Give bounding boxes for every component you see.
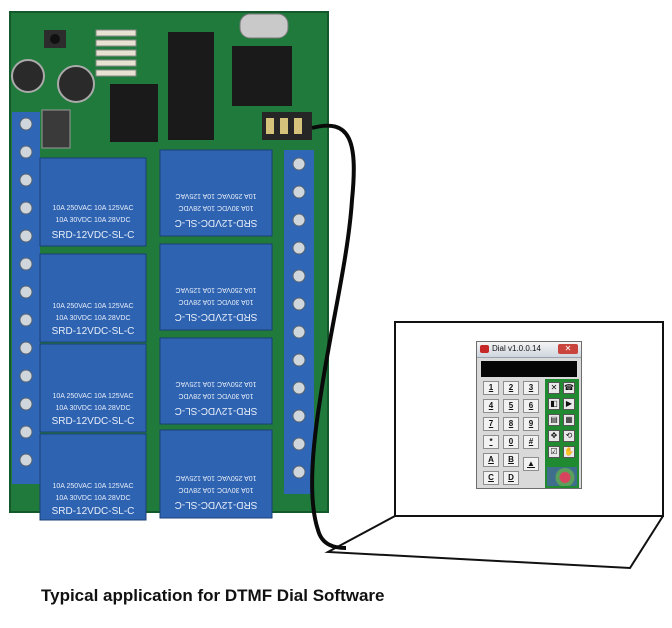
relay: 10A 250VAC 10A 125VAC 10A 30VDC 10A 28VD… [39, 343, 147, 433]
key-0[interactable]: 0 [503, 435, 519, 449]
svg-text:10A 250VAC 10A 125VAC: 10A 250VAC 10A 125VAC [175, 474, 256, 481]
relay-board: 10A 250VAC 10A 125VAC 10A 30VDC 10A 28VD… [9, 11, 329, 521]
key-4[interactable]: 4 [483, 399, 499, 413]
terminal-block-right [284, 150, 314, 494]
svg-text:10A 30VDC 10A 28VDC: 10A 30VDC 10A 28VDC [178, 392, 253, 399]
key-2[interactable]: 2 [503, 381, 519, 395]
ic-chip [232, 46, 292, 106]
phone-icon [480, 345, 489, 353]
svg-text:10A 30VDC 10A 28VDC: 10A 30VDC 10A 28VDC [178, 298, 253, 305]
relay: 10A 250VAC 10A 125VAC 10A 30VDC 10A 28VD… [39, 157, 147, 247]
key-7[interactable]: 7 [483, 417, 499, 431]
key-5[interactable]: 5 [503, 399, 519, 413]
hangup-icon[interactable]: ✕ [548, 382, 560, 394]
svg-text:10A 250VAC 10A 125VAC: 10A 250VAC 10A 125VAC [52, 393, 133, 400]
key-9[interactable]: 9 [523, 417, 539, 431]
phone-icon[interactable]: ☎ [563, 382, 575, 394]
svg-text:10A 30VDC 10A 28VDC: 10A 30VDC 10A 28VDC [55, 315, 130, 322]
svg-text:SRD-12VDC-SL-C: SRD-12VDC-SL-C [52, 416, 135, 427]
ic-chip [110, 84, 158, 142]
key-star[interactable]: * [483, 435, 499, 449]
svg-text:SRD-12VDC-SL-C: SRD-12VDC-SL-C [52, 326, 135, 337]
key-6[interactable]: 6 [523, 399, 539, 413]
refresh-icon[interactable]: ⟲ [563, 430, 575, 442]
relay: SRD-12VDC-SL-C 10A 30VDC 10A 28VDC 10A 2… [159, 149, 273, 237]
svg-text:10A 250VAC 10A 125VAC: 10A 250VAC 10A 125VAC [175, 380, 256, 387]
key-b[interactable]: B [503, 453, 519, 467]
status-leds [95, 29, 137, 77]
svg-text:10A 250VAC 10A 125VAC: 10A 250VAC 10A 125VAC [52, 205, 133, 212]
svg-text:SRD-12VDC-SL-C: SRD-12VDC-SL-C [175, 405, 258, 416]
dial-software-window: Dial v1.0.0.14 ✕ 1 2 3 4 5 6 7 8 9 * 0 #… [476, 341, 582, 489]
laptop-illustration [324, 321, 664, 570]
relay: SRD-12VDC-SL-C 10A 30VDC 10A 28VDC 10A 2… [159, 337, 273, 425]
svg-text:10A 30VDC 10A 28VDC: 10A 30VDC 10A 28VDC [55, 217, 130, 224]
list-icon[interactable]: ▤ [548, 414, 560, 426]
relay: 10A 250VAC 10A 125VAC 10A 30VDC 10A 28VD… [39, 433, 147, 521]
dial-display [481, 361, 577, 377]
svg-text:SRD-12VDC-SL-C: SRD-12VDC-SL-C [175, 217, 258, 228]
svg-text:10A 30VDC 10A 28VDC: 10A 30VDC 10A 28VDC [178, 204, 253, 211]
voltage-regulator [41, 109, 71, 149]
relay: SRD-12VDC-SL-C 10A 30VDC 10A 28VDC 10A 2… [159, 429, 273, 519]
svg-text:10A 250VAC 10A 125VAC: 10A 250VAC 10A 125VAC [52, 483, 133, 490]
window-icon[interactable]: ◧ [548, 398, 560, 410]
key-1[interactable]: 1 [483, 381, 499, 395]
svg-text:10A 30VDC 10A 28VDC: 10A 30VDC 10A 28VDC [55, 495, 130, 502]
key-3[interactable]: 3 [523, 381, 539, 395]
svg-text:10A 250VAC 10A 125VAC: 10A 250VAC 10A 125VAC [175, 192, 256, 199]
side-control-panel: ✕ ☎ ◧ ▶ ▤ ▦ ✥ ⟲ ☑ ✋ [545, 379, 579, 488]
scroll-up-button[interactable]: ▲ [523, 457, 539, 471]
svg-text:10A 30VDC 10A 28VDC: 10A 30VDC 10A 28VDC [178, 486, 253, 493]
svg-text:SRD-12VDC-SL-C: SRD-12VDC-SL-C [175, 499, 258, 510]
ic-chip [168, 32, 214, 140]
hand-icon[interactable]: ✋ [563, 446, 575, 458]
capacitor [57, 65, 95, 103]
svg-text:SRD-12VDC-SL-C: SRD-12VDC-SL-C [175, 311, 258, 322]
svg-text:10A 250VAC 10A 125VAC: 10A 250VAC 10A 125VAC [52, 303, 133, 310]
close-button[interactable]: ✕ [558, 344, 578, 354]
svg-text:SRD-12VDC-SL-C: SRD-12VDC-SL-C [52, 230, 135, 241]
crystal-oscillator [239, 13, 289, 39]
svg-text:10A 30VDC 10A 28VDC: 10A 30VDC 10A 28VDC [55, 405, 130, 412]
key-8[interactable]: 8 [503, 417, 519, 431]
key-a[interactable]: A [483, 453, 499, 467]
svg-text:SRD-12VDC-SL-C: SRD-12VDC-SL-C [52, 506, 135, 517]
relay: SRD-12VDC-SL-C 10A 30VDC 10A 28VDC 10A 2… [159, 243, 273, 331]
relay: 10A 250VAC 10A 125VAC 10A 30VDC 10A 28VD… [39, 253, 147, 343]
play-icon[interactable]: ▶ [563, 398, 575, 410]
laptop-base [324, 515, 664, 570]
move-icon[interactable]: ✥ [548, 430, 560, 442]
key-c[interactable]: C [483, 471, 499, 485]
flower-image [547, 467, 577, 486]
figure-caption: Typical application for DTMF Dial Softwa… [41, 586, 385, 605]
laptop-screen [394, 321, 664, 517]
checkbox-icon[interactable]: ☑ [548, 446, 560, 458]
dial-window-title: Dial v1.0.0.14 [492, 344, 541, 353]
grid-icon[interactable]: ▦ [563, 414, 575, 426]
key-hash[interactable]: # [523, 435, 539, 449]
cable [310, 123, 356, 550]
svg-text:10A 250VAC 10A 125VAC: 10A 250VAC 10A 125VAC [175, 286, 256, 293]
dial-title-bar[interactable]: Dial v1.0.0.14 ✕ [477, 342, 581, 358]
key-d[interactable]: D [503, 471, 519, 485]
capacitor [11, 59, 45, 93]
